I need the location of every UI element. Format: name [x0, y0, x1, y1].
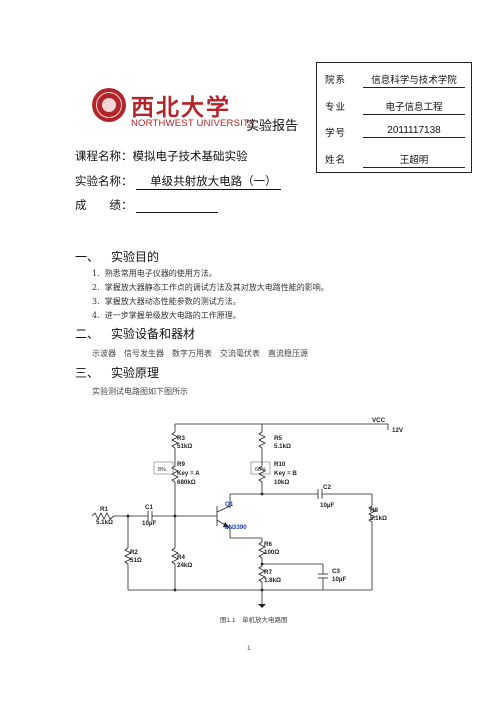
r7-value: 1.8kΩ [264, 577, 281, 584]
q1-name: Q1 [225, 501, 234, 508]
major-value: 电子信息工程 [363, 99, 465, 115]
r7-name: R7 [264, 569, 272, 576]
r3-name: R3 [177, 435, 185, 442]
c3-value: 10µF [332, 576, 346, 583]
grade-field: 成 绩： [75, 197, 219, 213]
section-title: 实验设备和器材 [111, 327, 196, 341]
section-purpose-heading: 一、实验目的 [75, 248, 159, 265]
page-number: 1 [247, 645, 251, 652]
grade-label: 成 绩： [75, 198, 133, 212]
c1-name: C1 [145, 504, 153, 511]
r9-name: R9 [177, 461, 185, 468]
section-number: 二、 [75, 327, 100, 341]
figure-caption: 图1.1 单机放大电路图 [220, 615, 288, 624]
section-number: 一、 [75, 250, 100, 264]
dept-label: 院系 [325, 75, 347, 86]
r1-name: R1 [100, 506, 108, 513]
c3-name: C3 [332, 568, 340, 575]
r10-value: 10kΩ [274, 479, 289, 486]
student-info-box: 院系 信息科学与技术学院 专业 电子信息工程 学号 2011117138 姓名 … [316, 62, 472, 173]
c2-name: C2 [323, 484, 331, 491]
section-number: 三、 [75, 366, 100, 380]
r9-percent: 8% [158, 467, 166, 473]
r6-value: 100Ω [264, 549, 279, 556]
r8-name: R8 [370, 507, 378, 514]
principle-text: 实验测试电路图如下图所示 [92, 387, 188, 396]
r2-value: 51Ω [130, 557, 142, 564]
vcc-label: VCC [372, 417, 386, 424]
experiment-field: 实验名称： 单级共射放大电路（一） [75, 173, 281, 190]
course-label: 课程名称： [75, 149, 133, 163]
r1-value: 5.1kΩ [96, 519, 113, 526]
list-item: 3. 掌握放大器动态性能参数的测试方法。 [92, 297, 241, 306]
section-title: 实验原理 [111, 366, 160, 380]
r8-value: 5.1kΩ [370, 515, 387, 522]
r3-value: 51kΩ [177, 443, 192, 450]
student-id-value: 2011117138 [363, 125, 465, 138]
list-item: 1. 熟悉常用电子仪器的使用方法。 [92, 269, 217, 278]
university-name-en: NORTHWEST UNIVERSITY [131, 118, 256, 129]
section-equipment-heading: 二、实验设备和器材 [75, 325, 195, 342]
university-seal-icon [92, 88, 126, 122]
student-id-label: 学号 [325, 128, 347, 139]
vcc-value: 12V [392, 427, 404, 434]
r10-percent: 66% [255, 467, 266, 473]
list-item: 2. 掌握放大器静态工作点的调试方法及其对放大电路性能的影响。 [92, 283, 329, 292]
report-title: 实验报告 [246, 119, 299, 134]
course-value: 模拟电子技术基础实验 [132, 149, 248, 163]
r10-key: Key = B [274, 470, 297, 477]
list-item: 4. 进一步掌握单级放大电路的工作原理。 [92, 311, 241, 320]
r5-value: 5.1kΩ [274, 443, 291, 450]
c2-value: 10µF [320, 502, 334, 509]
r9-value: 680kΩ [177, 479, 196, 486]
grade-value [136, 200, 219, 213]
equipment-list: 示波器 信号发生器 数字万用表 交流毫伏表 直流稳压源 [92, 349, 308, 358]
r2-name: R2 [130, 549, 138, 556]
c1-value: 10µF [142, 520, 156, 527]
r6-name: R6 [264, 541, 272, 548]
r5-name: R5 [274, 435, 282, 442]
r4-name: R4 [177, 554, 185, 561]
university-name-cn: 西北大学 [131, 94, 231, 121]
r4-value: 24kΩ [177, 562, 192, 569]
section-principle-heading: 三、实验原理 [75, 364, 159, 381]
r9-key: Key = A [177, 470, 200, 477]
name-label: 姓名 [325, 155, 347, 166]
major-label: 专业 [325, 102, 347, 113]
experiment-label: 实验名称： [75, 174, 133, 188]
course-field: 课程名称：模拟电子技术基础实验 [75, 148, 248, 164]
dept-value: 信息科学与技术学院 [363, 72, 465, 88]
section-title: 实验目的 [111, 250, 160, 264]
name-value: 王超明 [363, 152, 465, 168]
r10-name: R10 [274, 461, 286, 468]
q1-model: 2N3390 [225, 524, 247, 531]
experiment-value: 单级共射放大电路（一） [136, 173, 281, 190]
